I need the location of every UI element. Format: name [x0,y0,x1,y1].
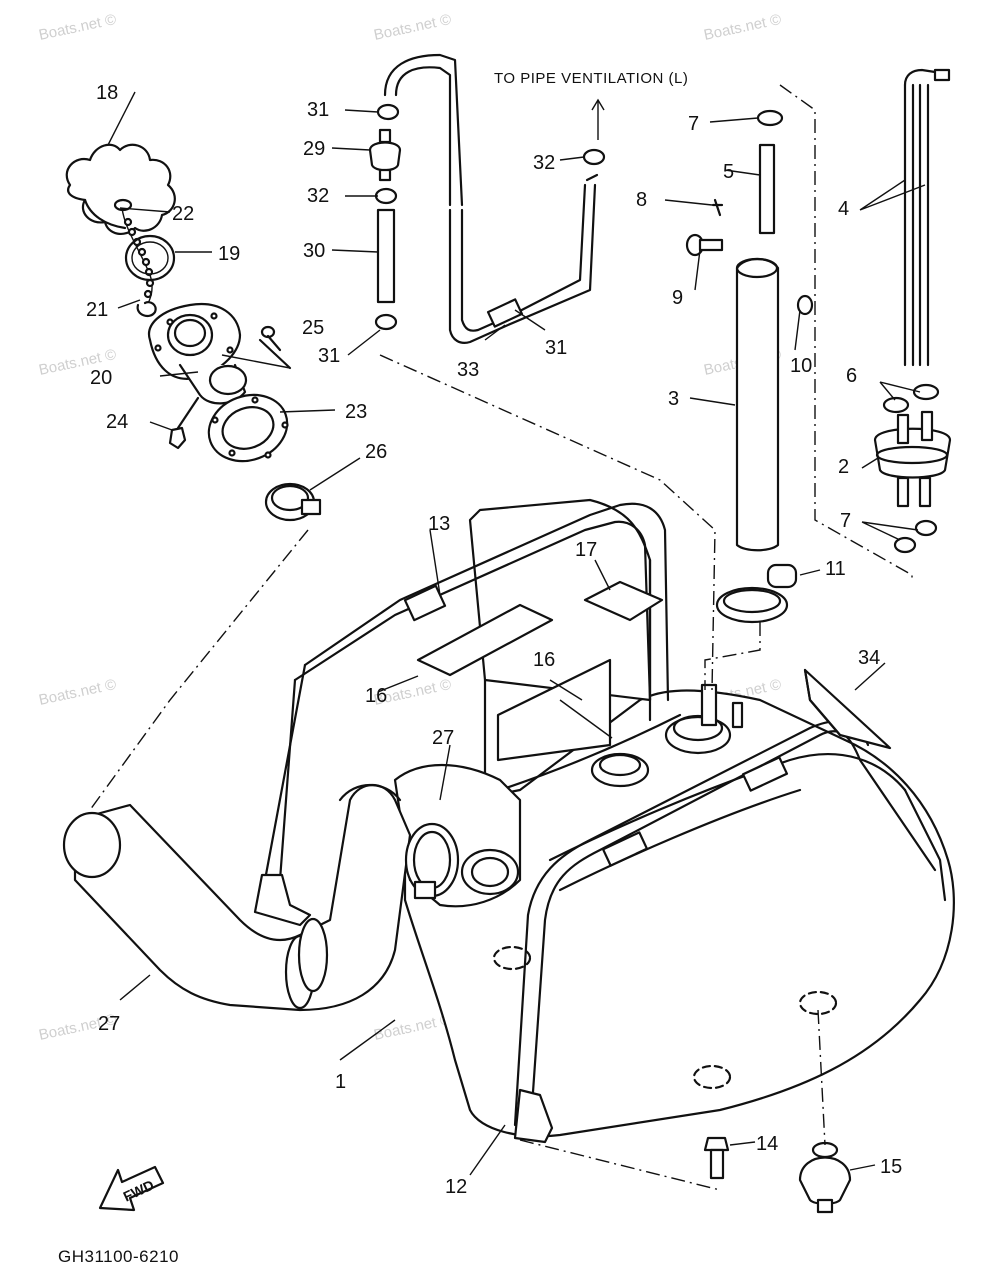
watermark: Boats.net © [372,11,452,44]
leader-lines [89,84,926,1191]
rivet-part-24 [168,396,200,450]
vent-hose-part-32 [383,53,599,344]
label-22: 22 [172,203,194,225]
label-28: 29 [303,138,325,160]
label-2: 2 [838,456,849,478]
label-34: 34 [858,647,880,669]
fuel-tank-part-1 [393,498,955,1138]
label-15: 15 [880,1156,902,1178]
label-25: 25 [302,317,324,339]
label-9: 10 [790,355,812,377]
pipe-part-3 [735,257,780,552]
hose-part-29 [376,208,396,304]
label-32: 31 [545,337,567,359]
clip-part-6 [882,383,940,414]
label-24: 24 [106,411,128,433]
label-31-c: 32 [533,152,555,174]
label-1: 1 [335,1071,346,1093]
label-14: 14 [756,1133,778,1155]
washer-part-9 [796,294,814,316]
screw-part-25 [258,325,292,370]
label-23: 23 [345,401,367,423]
pickup-part-2 [873,410,952,508]
label-18: 18 [96,82,118,104]
label-5: 5 [723,161,734,183]
watermark: Boats.net © [37,11,117,44]
label-30: 31 [318,345,340,367]
label-17: 17 [575,539,597,561]
chain-part-21-22 [121,207,157,318]
label-19: 19 [218,243,240,265]
label-3: 3 [668,388,679,410]
damper-part-15 [798,1141,852,1214]
label-12: 12 [445,1176,467,1198]
hose-clamp-part-27-upper [264,482,322,522]
label-11: 11 [825,558,846,580]
drawing-code: GH31100-6210 [58,1247,179,1266]
bolt-part-14 [703,1136,730,1180]
o-ring-part-19 [124,234,176,282]
watermark: Boats.net © [37,676,117,709]
clip-part-7-top [756,109,784,127]
note-to-pipe-ventilation: TO PIPE VENTILATION (L) [494,70,688,87]
label-33: 33 [457,359,479,381]
tank-strap-part-13 [253,502,670,927]
fuel-pipe-part-4 [903,68,951,367]
label-4: 4 [838,198,849,220]
label-7-top: 7 [688,113,699,135]
pipe-part-5 [758,143,776,235]
watermark: Boats.net © [702,11,782,44]
label-26: 27 [98,1013,120,1035]
label-8: 9 [672,287,683,309]
joint-part-33 [486,298,524,328]
gasket-part-23 [207,393,289,463]
label-7-bottom: 7 [840,510,851,532]
label-27-lower: 27 [432,727,454,749]
plate-part-34 [803,668,892,750]
forward-arrow-icon: FWD [98,1165,165,1212]
label-31-a: 31 [307,99,329,121]
label-6: 6 [846,365,857,387]
clip-part-7-bottom [893,519,938,554]
clip-part-31 [374,103,606,205]
label-20: 20 [90,367,112,389]
hose-clamp-part-27-lower [404,822,460,900]
clamp-part-11 [715,563,798,624]
label-16-b: 16 [365,685,387,707]
label-29: 30 [303,240,325,262]
pin-part-10 [711,198,724,217]
filler-hose-part-26 [62,784,412,1012]
label-10: 8 [636,189,647,211]
label-31-b: 32 [307,185,329,207]
part-labels: 18 22 19 21 25 20 23 24 26 31 29 32 30 3… [86,70,902,1198]
filler-neck-part-20 [147,302,248,405]
label-decal-part-16 [416,603,612,762]
label-21: 21 [86,299,108,321]
clip-part-30 [374,313,398,331]
filler-cap-part-18 [65,143,176,236]
check-valve-part-28 [368,128,402,182]
label-13: 13 [428,513,450,535]
bolt-part-8 [685,233,724,257]
label-27-upper: 26 [365,441,387,463]
label-16-a: 16 [533,649,555,671]
